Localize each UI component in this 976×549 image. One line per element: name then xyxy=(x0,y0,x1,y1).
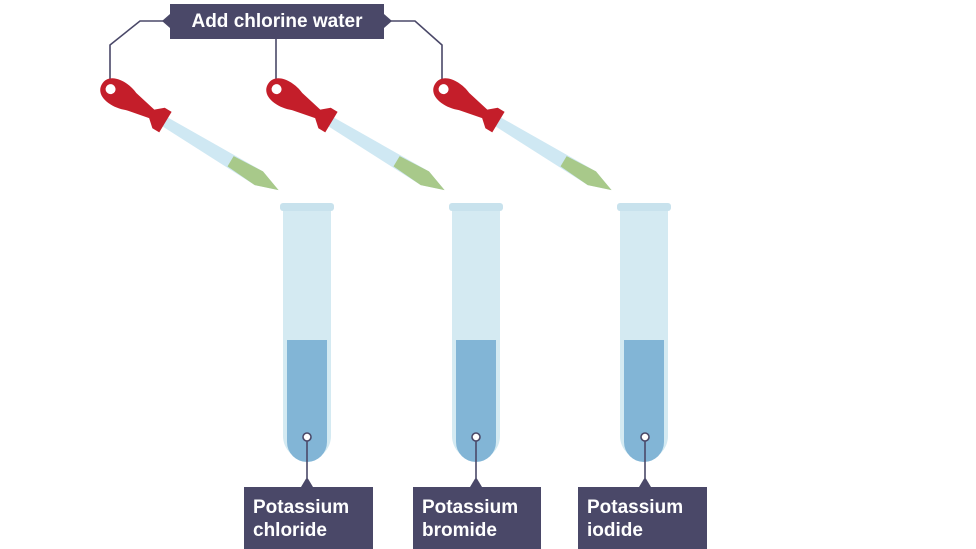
tube-label-chloride: Potassium chloride xyxy=(244,487,373,549)
tube-label-line: Potassium xyxy=(422,497,519,518)
solution-chloride xyxy=(287,340,327,462)
tube-label-bromide: Potassium bromide xyxy=(413,487,541,549)
instruction-connector-lines xyxy=(109,20,443,84)
pointer-arrow-bromide xyxy=(470,477,482,487)
connector-line-right xyxy=(384,20,443,80)
tube-label-pointers xyxy=(301,432,651,487)
solution-bromide xyxy=(456,340,496,462)
pointer-dot-bromide xyxy=(471,432,481,442)
tube-label-line: Potassium xyxy=(253,497,350,518)
dropper-middle xyxy=(261,72,452,202)
tube-rim xyxy=(449,203,503,211)
tube-label-line: iodide xyxy=(587,520,643,541)
pointer-arrow-chloride xyxy=(301,477,313,487)
pointer-dot-iodide xyxy=(640,432,650,442)
dropper-left xyxy=(95,72,286,202)
test-tube-bromide xyxy=(449,203,503,462)
tube-rim xyxy=(617,203,671,211)
test-tube-chloride xyxy=(280,203,334,462)
label-notch-right xyxy=(384,14,392,28)
tube-rim xyxy=(280,203,334,211)
tube-label-line: Potassium xyxy=(587,497,684,518)
tube-label-iodide: Potassium iodide xyxy=(578,487,707,549)
connector-line-left xyxy=(109,20,170,84)
tube-label-line: bromide xyxy=(422,520,497,541)
solution-iodide xyxy=(624,340,664,462)
pointer-dot-chloride xyxy=(302,432,312,442)
tube-label-line: chloride xyxy=(253,520,327,541)
test-tube-iodide xyxy=(617,203,671,462)
pointer-arrow-iodide xyxy=(639,477,651,487)
instruction-label: Add chlorine water xyxy=(170,4,384,39)
dropper-right xyxy=(428,72,619,202)
label-notch-left xyxy=(162,14,170,28)
